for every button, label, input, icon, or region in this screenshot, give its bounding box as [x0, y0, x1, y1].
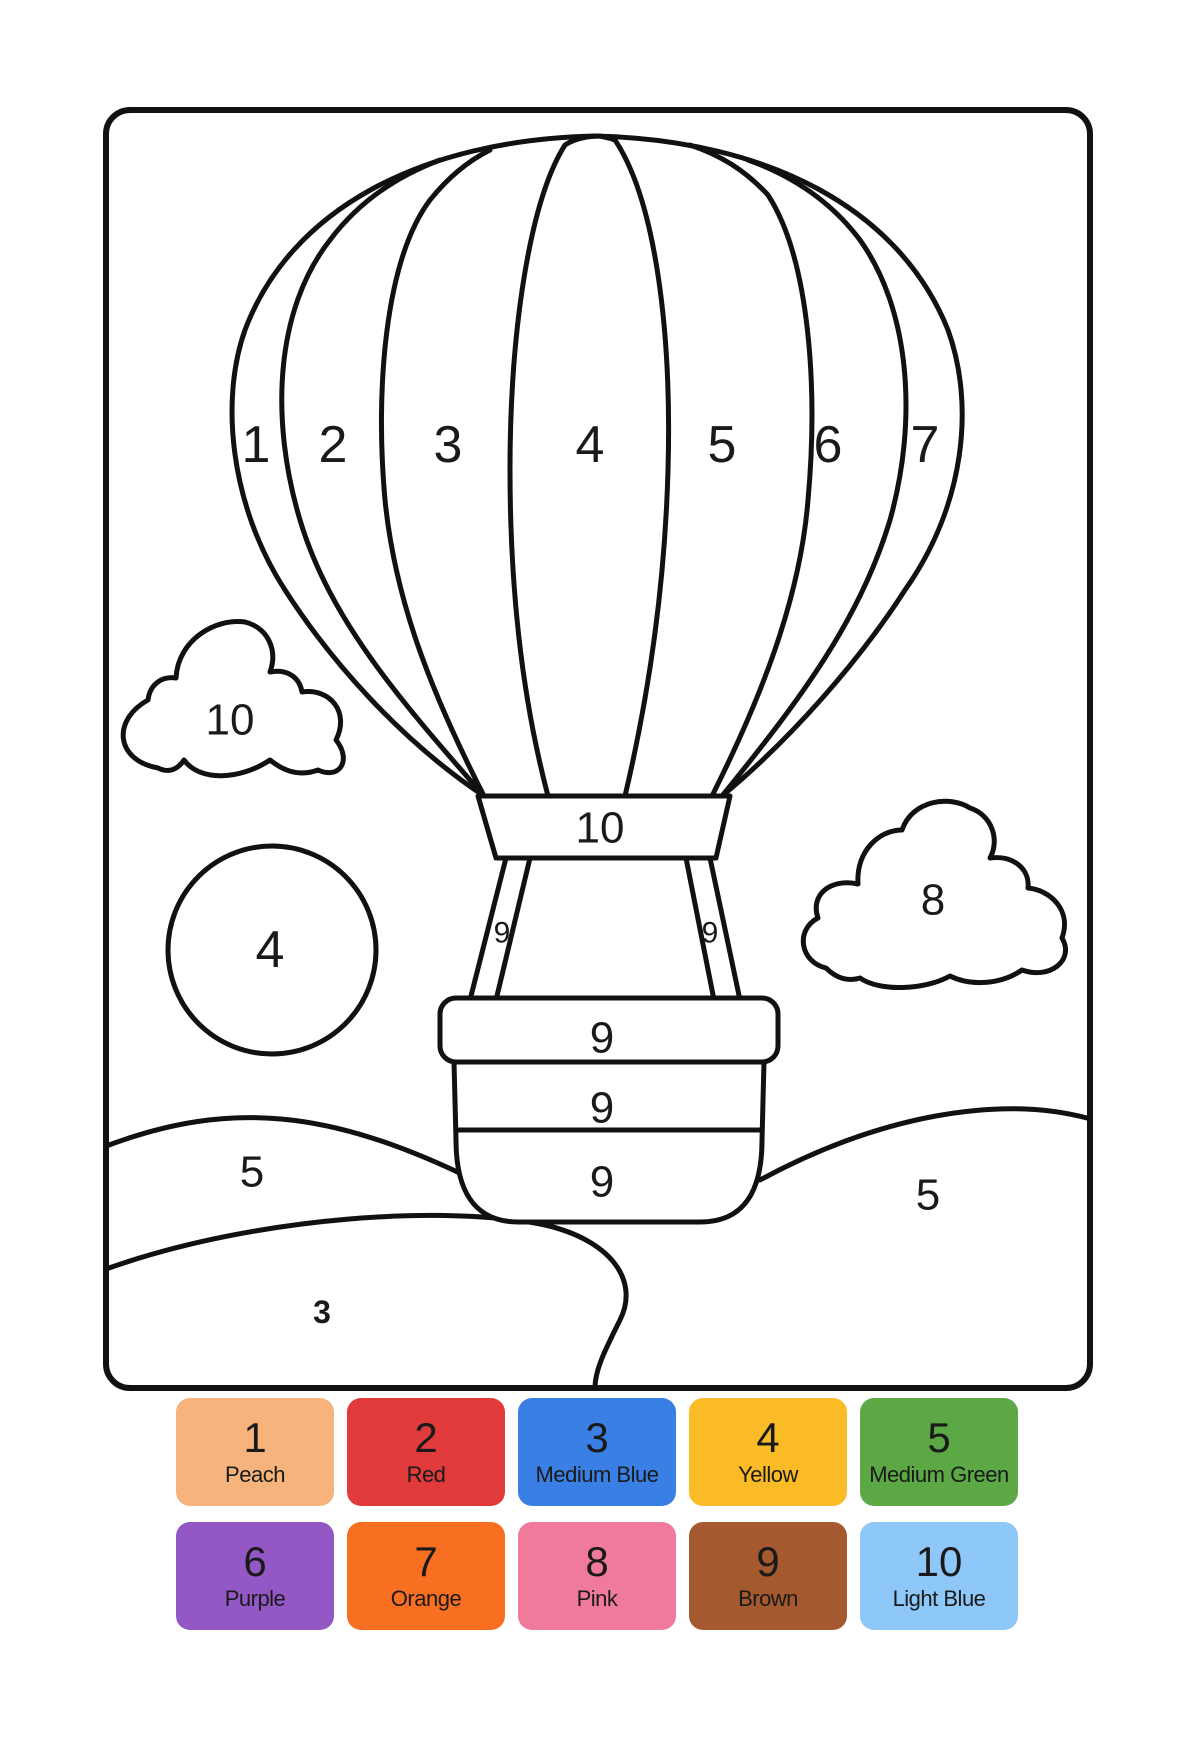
basket-row-2-label: 9: [590, 1084, 614, 1133]
color-key-name: Orange: [390, 1586, 462, 1611]
stripe-6-label: 6: [814, 416, 843, 474]
hill-right-label: 5: [916, 1171, 940, 1220]
balloon-band: [475, 793, 733, 861]
color-key-name: Medium Blue: [535, 1462, 659, 1487]
stripe-7-label: 7: [911, 416, 940, 474]
basket-row-1-label: 9: [590, 1014, 614, 1063]
stripe-line-2: [378, 147, 493, 799]
color-key-name: Light Blue: [892, 1586, 986, 1611]
color-key-name: Medium Green: [869, 1462, 1009, 1487]
color-key-name: Peach: [225, 1462, 285, 1487]
color-key-name: Brown: [738, 1586, 798, 1611]
sun: [165, 843, 379, 1057]
stripe-line-4: [597, 133, 672, 799]
cloud-left: [120, 619, 346, 779]
color-key-number: 9: [756, 1538, 780, 1585]
stripe-line-5: [687, 142, 815, 799]
ground-front: [106, 1212, 629, 1391]
cloud-right: [800, 798, 1069, 990]
rope-left-label: 9: [494, 917, 511, 950]
color-key-number: 1: [243, 1414, 267, 1461]
color-key-number: 2: [414, 1414, 438, 1461]
stripe-1-label: 1: [242, 416, 271, 474]
hill-left-label: 5: [240, 1148, 264, 1197]
stripe-line-6: [719, 157, 909, 799]
color-key-number: 6: [243, 1538, 267, 1585]
color-key-number: 4: [756, 1414, 780, 1461]
stripe-line-1: [279, 157, 487, 799]
cloud-right-label: 8: [921, 876, 945, 925]
balloon-band-label: 10: [576, 804, 625, 853]
color-key-number: 3: [585, 1414, 609, 1461]
basket-rim: [437, 995, 781, 1065]
hill-left: [106, 1115, 473, 1181]
stripe-3-label: 3: [434, 416, 463, 474]
basket-row-3-label: 9: [590, 1158, 614, 1207]
color-key-number: 8: [585, 1538, 609, 1585]
color-key-name: Red: [406, 1462, 446, 1487]
stripe-5-label: 5: [708, 416, 737, 474]
ground-label: 3: [313, 1294, 331, 1330]
color-key-name: Purple: [224, 1586, 286, 1611]
color-key-name: Yellow: [738, 1462, 798, 1487]
stripe-line-3: [507, 133, 603, 799]
sun-label: 4: [256, 921, 285, 979]
stripe-2-label: 2: [319, 416, 348, 474]
stripe-4-label: 4: [576, 416, 605, 474]
rope-right-label: 9: [702, 917, 719, 950]
color-key-name: Pink: [576, 1586, 618, 1611]
color-key-number: 7: [414, 1538, 438, 1585]
color-key-number: 10: [915, 1538, 963, 1585]
hill-right: [757, 1106, 1090, 1183]
color-key-number: 5: [927, 1414, 951, 1461]
cloud-left-label: 10: [206, 696, 255, 745]
basket-body: [451, 1059, 767, 1225]
